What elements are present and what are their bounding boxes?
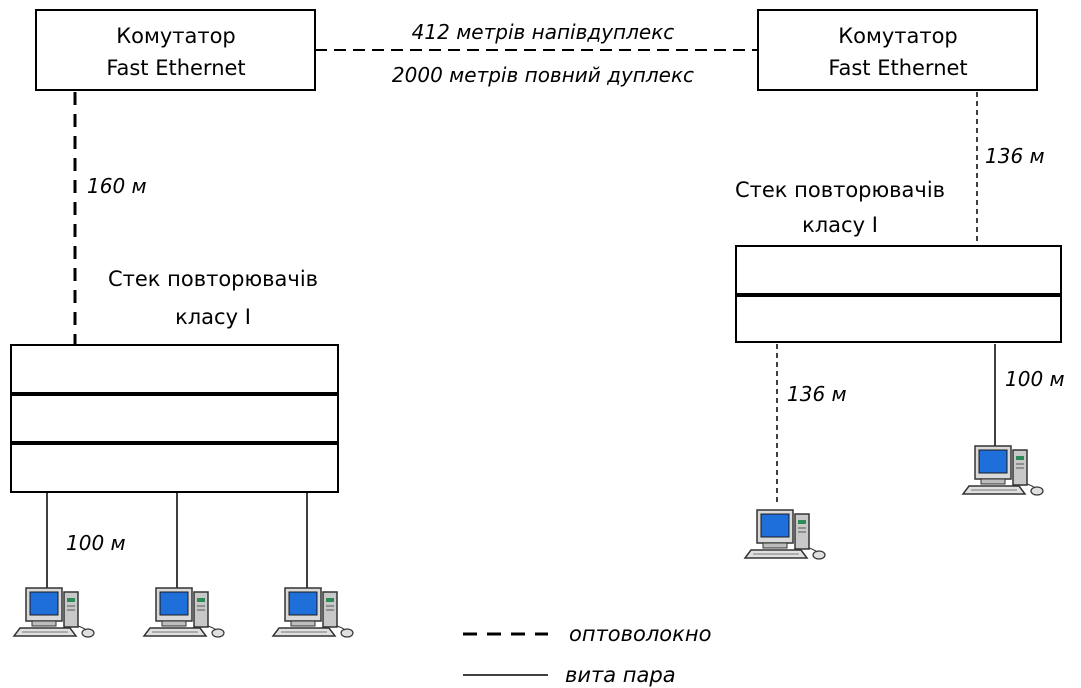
link-half-duplex-label: 412 метрів напівдуплекс — [412, 20, 675, 44]
right-twisted-distance: 100 м — [1005, 367, 1065, 391]
switch-left-line2: Fast Ethernet — [106, 56, 245, 80]
legend: оптоволокно вита пара — [463, 622, 711, 687]
legend-fiber-label: оптоволокно — [569, 622, 711, 646]
computer-icon — [745, 510, 825, 559]
stack-left-label-line1: Стек повторювачів — [108, 267, 318, 291]
computer-icon — [144, 588, 224, 637]
switch-right-line1: Комутатор — [838, 24, 958, 48]
switch-right-line2: Fast Ethernet — [828, 56, 967, 80]
computer-icon — [273, 588, 353, 637]
right-dashed-distance: 136 м — [787, 382, 847, 406]
stack-left — [11, 345, 338, 492]
stack-left-label-line2: класу I — [175, 305, 251, 329]
stack-right — [736, 246, 1061, 342]
switch-left-line1: Комутатор — [116, 24, 236, 48]
left-fiber-distance: 160 м — [87, 174, 147, 198]
computer-icon — [14, 588, 94, 637]
legend-twisted-label: вита пара — [565, 663, 676, 687]
switch-right: Комутатор Fast Ethernet — [758, 10, 1037, 90]
left-twisted-distance: 100 м — [66, 531, 126, 555]
right-fiber-distance: 136 м — [985, 144, 1045, 168]
switch-left: Комутатор Fast Ethernet — [36, 10, 315, 90]
stack-right-label-line2: класу I — [802, 213, 878, 237]
stack-right-label-line1: Стек повторювачів — [735, 178, 945, 202]
link-full-duplex-label: 2000 метрів повний дуплекс — [392, 63, 694, 87]
computer-icon — [963, 446, 1043, 495]
